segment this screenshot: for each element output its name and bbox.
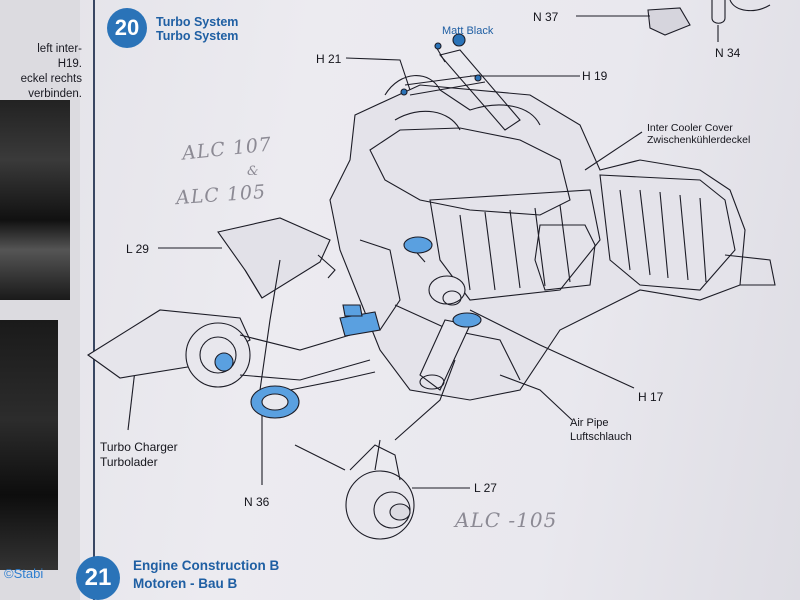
matt-black-label: Matt Black xyxy=(442,25,494,37)
previous-step-photo xyxy=(0,100,70,300)
step-21-title-en: Engine Construction B xyxy=(133,558,280,573)
air-pipe-label: Air Pipe xyxy=(570,417,609,429)
part-n37-label: N 37 xyxy=(533,10,559,24)
step-20-title-de: Turbo System xyxy=(156,29,239,43)
part-l29-label: L 29 xyxy=(126,242,149,256)
previous-text-line: verbinden. xyxy=(28,88,82,100)
part-h17-label: H 17 xyxy=(638,390,664,404)
handwritten-ampersand: & xyxy=(247,164,260,179)
previous-text-line: H19. xyxy=(57,58,82,70)
part-n34-label: N 34 xyxy=(715,46,741,60)
part-l27-label: L 27 xyxy=(474,481,497,495)
part-n36-label: N 36 xyxy=(244,495,270,509)
handwritten-note-3: ALC -105 xyxy=(455,508,558,532)
part-h19-label: H 19 xyxy=(582,69,608,83)
step-20-title-en: Turbo System xyxy=(156,15,239,29)
previous-step-text: left inter- H19. eckel rechts verbinden. xyxy=(0,42,82,102)
previous-text-line: eckel rechts xyxy=(20,73,82,85)
step-21-title-de: Motoren - Bau B xyxy=(133,576,238,591)
inter-cooler-cover-label-de: Zwischenkühlerdeckel xyxy=(647,134,751,146)
turbo-charger-label-de: Turbolader xyxy=(100,455,158,469)
previous-text-line: left inter- xyxy=(37,43,82,55)
step-21-badge: 21 xyxy=(76,556,120,600)
step-20-badge: 20 xyxy=(107,8,147,48)
column-divider xyxy=(93,0,95,600)
turbo-charger-label: Turbo Charger xyxy=(100,440,178,454)
part-h21-label: H 21 xyxy=(316,52,342,66)
inter-cooler-cover-label: Inter Cooler Cover xyxy=(647,122,733,134)
copyright-watermark: ©Stabi xyxy=(4,566,44,581)
air-pipe-label-de: Luftschlauch xyxy=(570,431,632,443)
engine-photo xyxy=(0,320,58,570)
